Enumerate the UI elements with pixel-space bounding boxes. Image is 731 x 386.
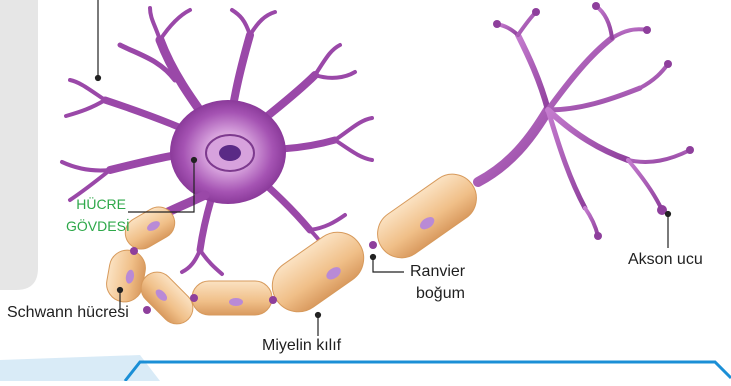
nucleolus — [219, 145, 241, 161]
node-of-ranvier — [190, 294, 198, 302]
cell-body — [170, 100, 286, 204]
label-cell-body-line1: HÜCRE — [70, 194, 126, 214]
label-cell-body-line2: GÖVDESİ — [66, 216, 126, 236]
node-of-ranvier — [143, 306, 151, 314]
label-myelin-sheath: Miyelin kılıf — [262, 336, 341, 356]
myelin-sheath — [104, 165, 486, 331]
node-of-ranvier — [269, 296, 277, 304]
node-of-ranvier — [130, 247, 138, 255]
bottom-frame — [0, 355, 731, 381]
terminal-buttons — [493, 2, 694, 240]
label-axon-terminal: Akson ucu — [628, 250, 703, 270]
label-schwann-cell: Schwann hücresi — [7, 303, 129, 323]
side-panel — [0, 0, 38, 290]
axon-terminal — [478, 6, 690, 236]
label-ranvier-line1: Ranvier — [410, 262, 465, 282]
label-ranvier-line2: boğum — [416, 284, 465, 304]
node-of-ranvier — [369, 241, 377, 249]
